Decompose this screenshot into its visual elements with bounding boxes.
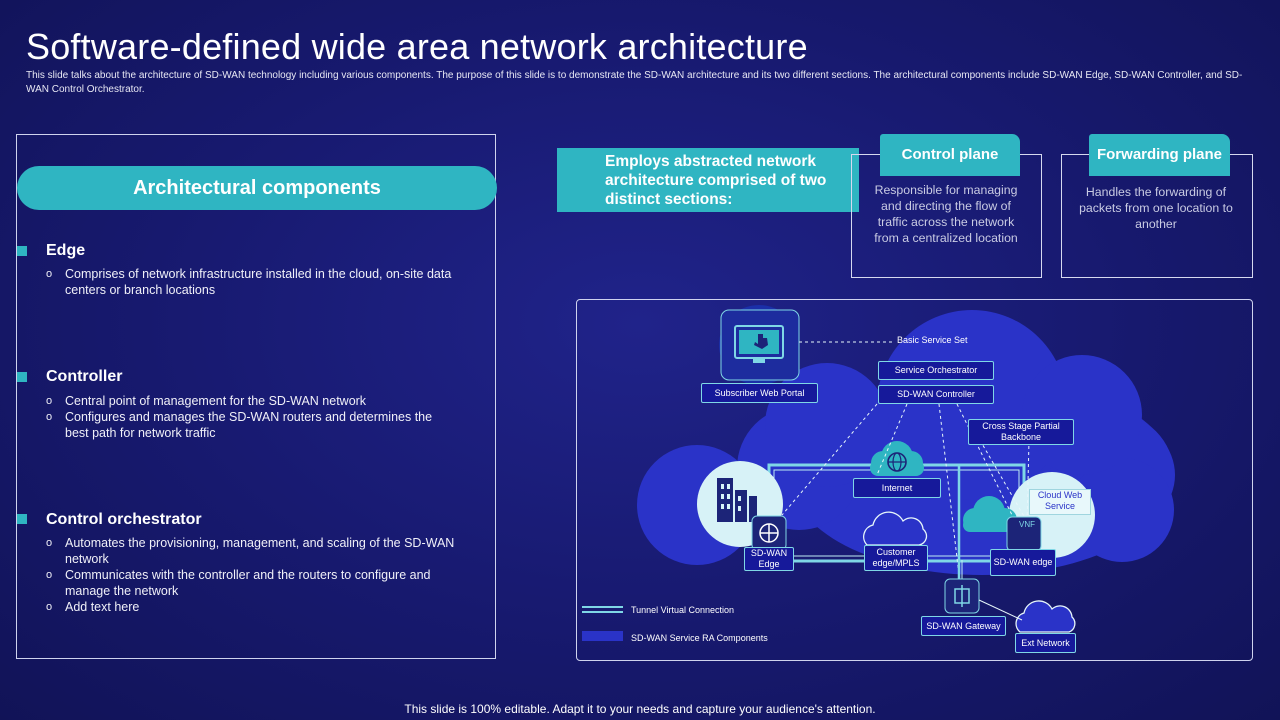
employs-text: Employs abstracted network architecture … [605, 153, 827, 208]
list-item: Configures and manages the SD-WAN router… [46, 409, 458, 441]
orchestrator-marker [17, 514, 27, 524]
basic-service-set-label: Basic Service Set [897, 335, 968, 345]
list-item: Communicates with the controller and the… [46, 567, 456, 599]
controller-bullets: Central point of management for the SD-W… [46, 393, 458, 441]
footer-note: This slide is 100% editable. Adapt it to… [404, 702, 876, 716]
legend-swatch [582, 631, 623, 641]
list-item: Add text here [46, 599, 456, 615]
orchestrator-title: Control orchestrator [46, 511, 202, 528]
list-item: Central point of management for the SD-W… [46, 393, 458, 409]
controller-title: Controller [46, 368, 123, 385]
customer-edge-label: Customer edge/MPLS [864, 545, 928, 571]
controller-marker [17, 372, 27, 382]
sdwan-edge-right-label: SD-WAN edge [990, 549, 1056, 576]
list-item: Comprises of network infrastructure inst… [46, 266, 456, 298]
edge-marker [17, 246, 27, 256]
forwarding-plane-text: Handles the forwarding of packets from o… [1079, 185, 1233, 231]
page-subtitle: This slide talks about the architecture … [26, 70, 1243, 95]
cross-stage-label: Cross Stage Partial Backbone [968, 419, 1074, 445]
edge-bullets: Comprises of network infrastructure inst… [46, 266, 456, 298]
service-orchestrator-label: Service Orchestrator [878, 361, 994, 380]
dashed-connections [781, 341, 1030, 576]
sdwan-edge-left-label: SD-WAN Edge [744, 547, 794, 571]
vnf-label: VNF [1019, 520, 1035, 529]
teal-cloud-icon [963, 496, 1019, 532]
internet-label: Internet [853, 478, 941, 498]
cloud-web-service-label: Cloud Web Service [1029, 489, 1091, 515]
legend-tunnel-label: Tunnel Virtual Connection [631, 605, 735, 615]
sdwan-controller-label: SD-WAN Controller [878, 385, 994, 404]
ext-network-cloud-icon [1015, 600, 1076, 633]
sdwan-gateway-label: SD-WAN Gateway [921, 616, 1006, 636]
customer-cloud-icon [863, 511, 928, 546]
network-diagram: Basic Service Set Service Orchestrator S… [576, 299, 1253, 661]
forwarding-plane-title: Forwarding plane [1089, 134, 1230, 176]
control-plane-title: Control plane [880, 134, 1020, 176]
orchestrator-bullets: Automates the provisioning, management, … [46, 535, 456, 615]
subscriber-portal-label: Subscriber Web Portal [701, 383, 818, 403]
edge-title: Edge [46, 242, 86, 259]
ext-network-label: Ext Network [1015, 633, 1076, 653]
control-plane-text: Responsible for managing and directing t… [874, 183, 1018, 245]
architectural-components-panel [16, 134, 496, 659]
legend-components-label: SD-WAN Service RA Components [631, 633, 768, 643]
list-item: Automates the provisioning, management, … [46, 535, 456, 567]
architectural-components-header: Architectural components [17, 166, 497, 210]
employs-box [557, 148, 859, 212]
page-title: Software-defined wide area network archi… [26, 26, 808, 67]
